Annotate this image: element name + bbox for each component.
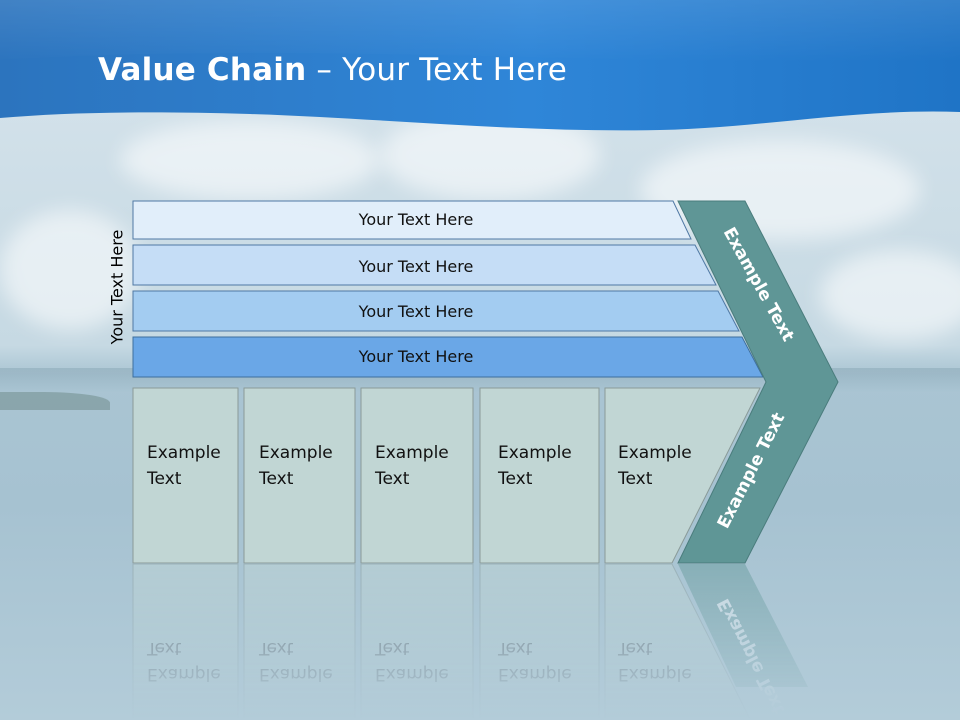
band-label: Your Text Here xyxy=(358,302,474,321)
cloud xyxy=(640,140,920,240)
box-line1: Example xyxy=(498,443,572,463)
band-label: Your Text Here xyxy=(358,347,474,366)
activity-box-3[interactable]: Example Text xyxy=(360,387,474,564)
box-line1: Example xyxy=(147,443,221,463)
box-line2: Text xyxy=(146,469,182,489)
band-label: Your Text Here xyxy=(358,210,474,229)
activity-box-1[interactable]: Example Text xyxy=(132,387,239,564)
band-row-2[interactable]: Your Text Here xyxy=(132,244,717,286)
box-line1: Example xyxy=(147,664,221,684)
activity-box-5[interactable]: Example Text xyxy=(604,387,761,564)
activity-box-2[interactable]: Example Text xyxy=(243,387,356,564)
box-line1: Example xyxy=(618,664,692,684)
box-line2: Text xyxy=(258,469,294,489)
band-row-3[interactable]: Your Text Here xyxy=(132,290,740,332)
box-line2: Text xyxy=(497,469,533,489)
box-line2: Text xyxy=(146,638,182,658)
margin-chevron[interactable]: Example Text Example Text xyxy=(677,200,839,564)
box-line2: Text xyxy=(617,469,653,489)
box-line1: Example xyxy=(498,664,572,684)
band-row-4[interactable]: Your Text Here xyxy=(132,336,764,378)
title-bold: Value Chain xyxy=(98,52,307,88)
header-wave xyxy=(0,0,960,131)
box-line2: Text xyxy=(374,638,410,658)
island-shoreline xyxy=(0,392,110,410)
box-line1: Example xyxy=(618,443,692,463)
activity-box-4[interactable]: Example Text xyxy=(479,387,600,564)
box-line1: Example xyxy=(259,664,333,684)
cloud xyxy=(0,210,140,330)
box-line2: Text xyxy=(617,638,653,658)
slide-title: Value Chain – Your Text Here xyxy=(98,52,567,88)
cloud xyxy=(120,120,380,200)
band-label: Your Text Here xyxy=(358,257,474,276)
box-line1: Example xyxy=(375,664,449,684)
cloud xyxy=(820,250,960,340)
box-line2: Text xyxy=(497,638,533,658)
box-line2: Text xyxy=(258,638,294,658)
diagram-reflection: Example Text Example Text Example Text E… xyxy=(132,563,808,720)
band-row-1[interactable]: Your Text Here xyxy=(132,200,692,240)
title-rest: – Your Text Here xyxy=(306,52,568,88)
box-line1: Example xyxy=(259,443,333,463)
box-line1: Example xyxy=(375,443,449,463)
box-line2: Text xyxy=(374,469,410,489)
